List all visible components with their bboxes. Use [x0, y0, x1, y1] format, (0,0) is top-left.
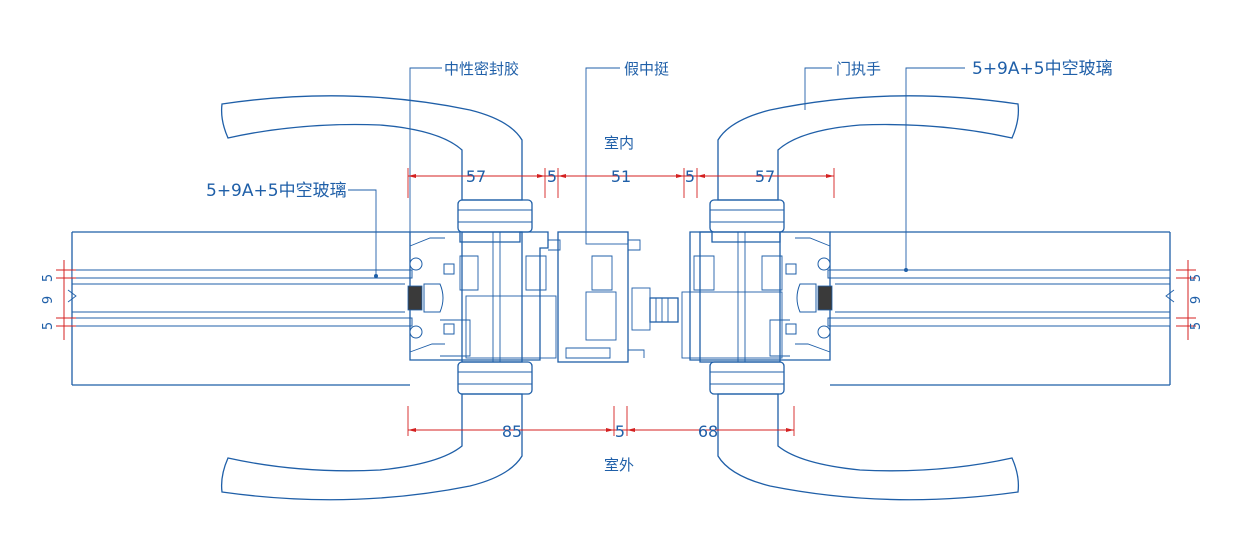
lock-assembly	[631, 287, 679, 331]
fake-mullion	[557, 231, 645, 363]
left-glass-unit	[71, 231, 413, 386]
right-break-mark	[1165, 289, 1175, 303]
left-break-mark	[67, 289, 77, 303]
label-indoor: 室内	[604, 134, 634, 152]
label-glass-left: 5+9A+5中空玻璃	[206, 181, 347, 201]
dim-right-glass-3: 5	[1189, 322, 1204, 330]
dim-top-1: 57	[466, 167, 486, 186]
label-glass-right: 5+9A+5中空玻璃	[972, 59, 1113, 79]
left-glazing-seals	[407, 257, 455, 339]
dim-left-glass-3: 5	[41, 322, 56, 330]
bottom-dimension-chain: 85 5 68	[407, 406, 795, 441]
dim-left-glass-1: 5	[41, 274, 56, 282]
right-glass-dimensions: 5 9 5	[1176, 260, 1204, 340]
left-handle-base	[457, 199, 533, 395]
dim-bottom-1: 85	[502, 422, 522, 441]
left-bottom-handle	[220, 393, 523, 501]
top-dimension-chain: 57 5 51 5 57	[407, 167, 835, 198]
dim-bottom-2: 5	[615, 422, 625, 441]
dim-right-glass-2: 9	[1189, 296, 1204, 304]
leader-dot	[374, 274, 378, 278]
dim-top-5: 57	[755, 167, 775, 186]
dim-bottom-3: 68	[698, 422, 718, 441]
dim-top-4: 5	[685, 167, 695, 186]
left-glass-dimensions: 5 9 5	[41, 260, 76, 340]
dim-right-glass-1: 5	[1189, 274, 1204, 282]
dim-top-2: 5	[547, 167, 557, 186]
left-top-handle	[220, 95, 523, 201]
dim-left-glass-2: 9	[41, 296, 56, 304]
right-glass-unit	[827, 231, 1171, 386]
label-door-handle: 门执手	[836, 60, 881, 78]
leader-lines	[348, 67, 965, 278]
right-bottom-handle	[717, 393, 1020, 501]
leader-dot	[904, 268, 908, 272]
label-sealant: 中性密封胶	[444, 60, 519, 78]
right-top-handle	[717, 95, 1020, 201]
dim-top-3: 51	[611, 167, 631, 186]
label-fake-mullion: 假中挺	[624, 60, 669, 78]
right-glazing-seals	[785, 257, 833, 339]
right-handle-base	[709, 199, 785, 395]
label-outdoor: 室外	[604, 456, 634, 474]
